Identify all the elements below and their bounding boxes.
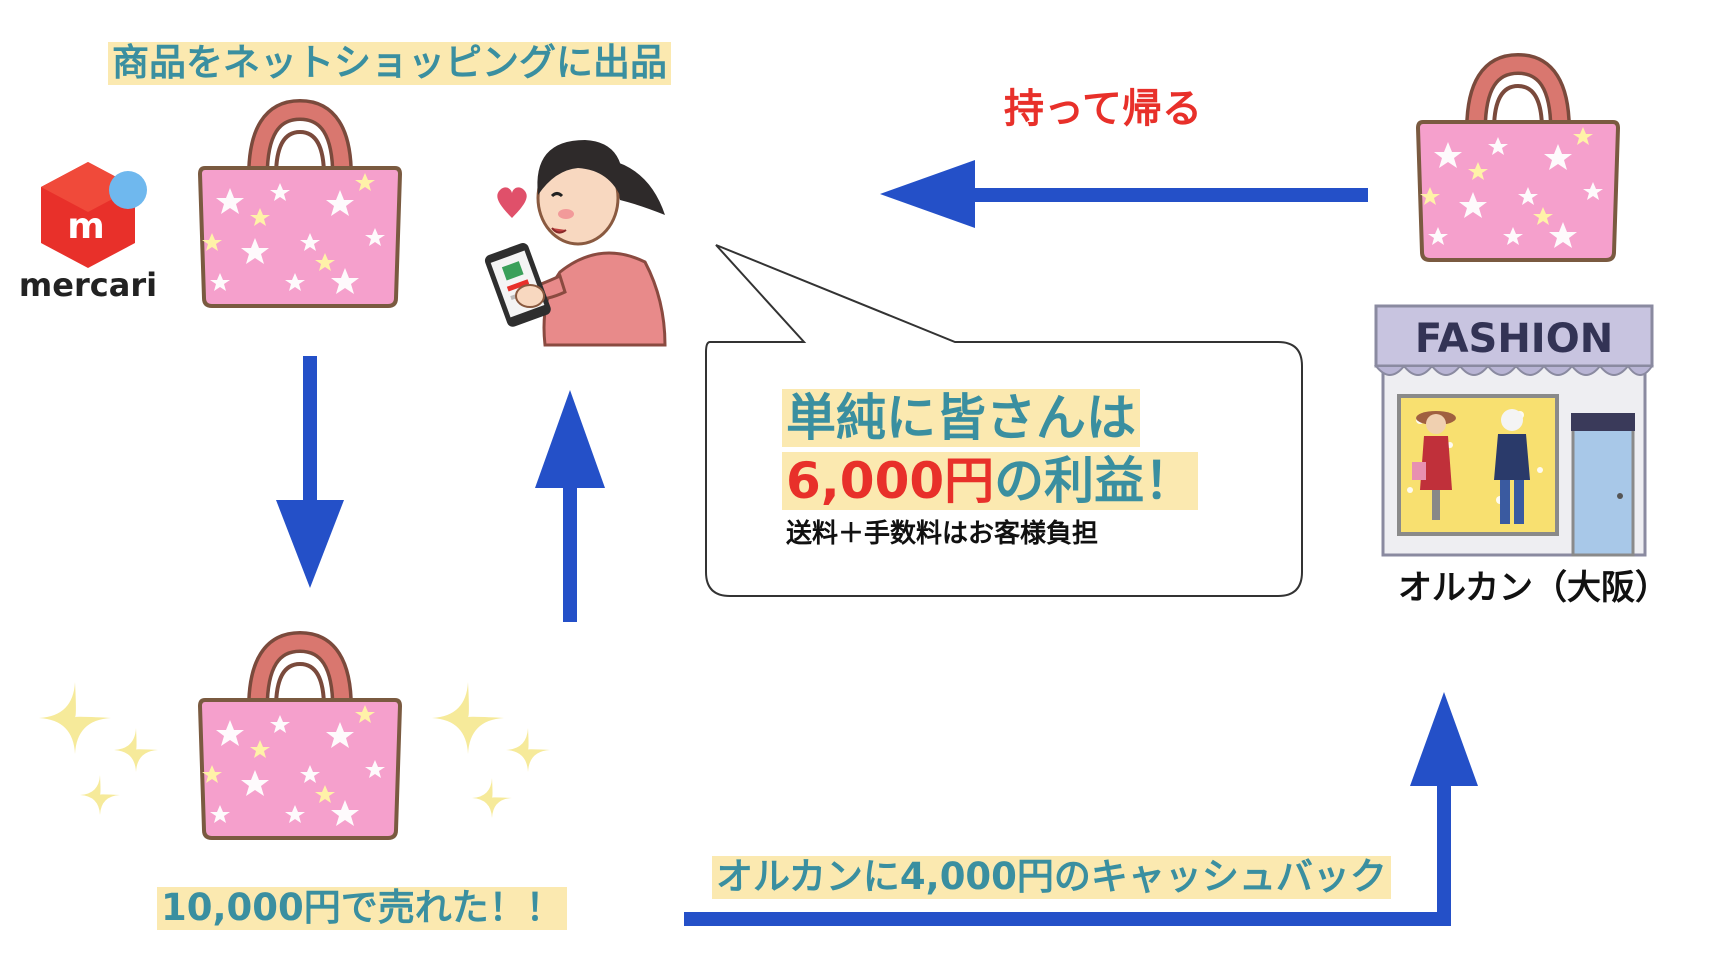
arrow-bottom-right-up — [684, 692, 1478, 926]
bubble-note: 送料＋手数料はお客様負担 — [786, 519, 1099, 549]
take-home-label: 持って帰る — [1004, 86, 1202, 132]
profit-suffix: の利益！ — [994, 452, 1195, 510]
sparkle-icon-group-right — [432, 682, 550, 818]
fashion-store-icon: FASHION — [1373, 304, 1654, 557]
sparkle-icon-group-left — [39, 682, 158, 815]
woman-with-phone-icon — [484, 140, 667, 347]
arrow-down-left — [276, 356, 344, 588]
store-caption: オルカン（大阪） — [1398, 568, 1669, 608]
profit-amount: 6,000円 — [786, 452, 995, 510]
tote-bag-icon-sold — [200, 642, 400, 838]
sold-label: 10,000円で売れた！！ — [157, 886, 567, 930]
bubble-text-1: 単純に皆さんは — [782, 389, 1140, 447]
heart-icon — [497, 187, 527, 218]
listing-label: 商品をネットショッピングに出品 — [108, 41, 671, 85]
cashback-label: オルカンに4,000円のキャッシュバック — [712, 855, 1391, 899]
bubble-line-1: 単純に皆さんは — [782, 389, 1140, 447]
bubble-line-2: 6,000円の利益！ — [782, 452, 1199, 510]
arrow-left-top — [880, 160, 1368, 228]
bubble-text-2-wrap: 6,000円の利益！ — [782, 452, 1199, 510]
tote-bag-icon-returned — [1418, 64, 1618, 260]
arrow-up-middle — [535, 390, 605, 622]
mercari-logo-icon: m mercari — [19, 162, 157, 304]
mercari-icon-letter: m — [67, 206, 105, 247]
mercari-brand-name: mercari — [19, 266, 157, 304]
store-sign-text: FASHION — [1415, 316, 1613, 362]
tote-bag-icon-listed — [200, 110, 400, 306]
